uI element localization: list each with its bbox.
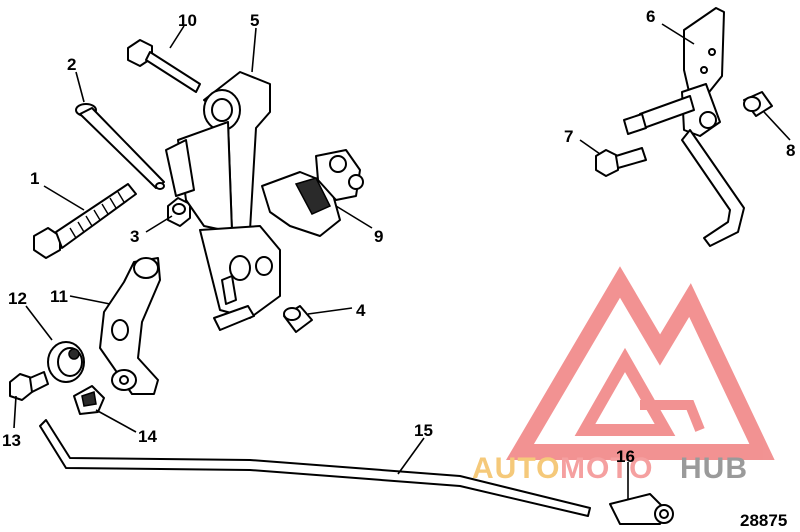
callout-16: 16 xyxy=(616,447,635,466)
callout-7: 7 xyxy=(564,127,573,146)
callout-8: 8 xyxy=(786,141,795,160)
part-2-pin xyxy=(75,103,165,190)
part-13-screw xyxy=(9,371,49,401)
part-6-bracket xyxy=(623,7,745,247)
callout-3: 3 xyxy=(130,227,139,246)
callout-2: 2 xyxy=(67,55,76,74)
callout-9: 9 xyxy=(374,227,383,246)
watermark-logo xyxy=(506,266,775,460)
leader-lines xyxy=(13,23,791,500)
part-3-nut xyxy=(167,197,191,227)
part-7-bolt xyxy=(595,147,647,177)
part-8-spacer xyxy=(743,91,773,117)
part-16-rod-end xyxy=(609,493,674,525)
watermark-moto: MOTO xyxy=(560,452,653,485)
callout-11: 11 xyxy=(50,287,68,306)
part-10-bolt xyxy=(127,39,201,93)
callout-numbers: 1 2 3 4 5 6 7 8 9 10 11 12 13 14 15 16 xyxy=(2,7,795,466)
watermark-hub: HUB xyxy=(680,452,748,485)
diagram-reference-number: 28875 xyxy=(740,511,787,530)
callout-5: 5 xyxy=(250,11,259,30)
watermark-auto: AUTO xyxy=(472,452,560,485)
callout-4: 4 xyxy=(356,301,366,320)
part-15-rod xyxy=(39,419,591,517)
part-9-clip xyxy=(261,149,364,237)
callout-12: 12 xyxy=(8,289,27,308)
part-12-bushing xyxy=(47,341,85,383)
part-4-bushing xyxy=(283,305,313,333)
watermark-text: AUTO MOTO HUB xyxy=(472,452,748,485)
callout-1: 1 xyxy=(30,169,39,188)
part-11-lever xyxy=(99,257,161,395)
callout-10: 10 xyxy=(178,11,197,30)
part-14-clip xyxy=(73,385,105,415)
callout-14: 14 xyxy=(138,427,157,446)
callout-6: 6 xyxy=(646,7,655,26)
callout-15: 15 xyxy=(414,421,433,440)
callout-13: 13 xyxy=(2,431,21,450)
part-1-bolt xyxy=(33,183,137,259)
part-5-bracket xyxy=(165,71,281,331)
